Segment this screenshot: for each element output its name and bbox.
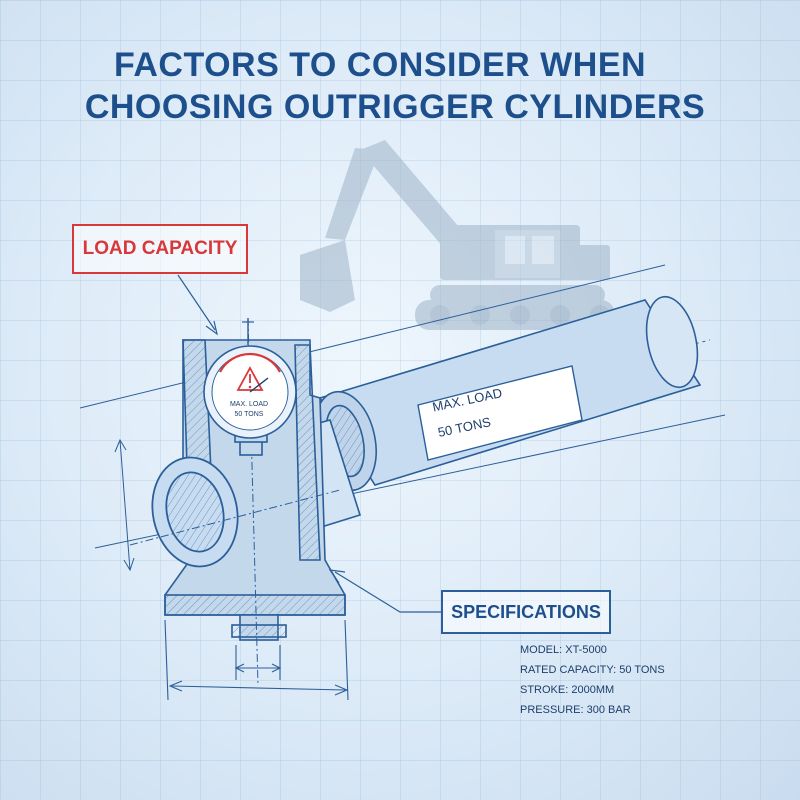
title-line-1: FACTORS TO CONSIDER WHEN [113,46,647,84]
gauge-label-line-2: 50 TONS [234,411,264,418]
specifications-callout: SPECIFICATIONS [441,590,611,634]
spec-stroke: STROKE: 2000MM [520,684,615,696]
gauge-label: MAX. LOAD 50 TONS [217,400,281,420]
label-plate [417,365,583,461]
page-title: FACTORS TO CONSIDER WHEN CHOOSING OUTRIG… [0,44,800,128]
specifications-leader [328,569,441,613]
spec-rated-capacity: RATED CAPACITY: 50 TONS [520,664,665,676]
pressure-gauge [203,318,297,456]
center-lines [129,317,341,686]
load-capacity-callout: LOAD CAPACITY [72,224,248,274]
dimension-lines [164,619,349,701]
spec-pressure: PRESSURE: 300 BAR [520,704,631,716]
spec-list: MODEL: XT-5000 RATED CAPACITY: 50 TONS S… [520,640,665,720]
title-line-2: CHOOSING OUTRIGGER CYLINDERS [84,88,706,126]
excavator-silhouette [300,140,615,330]
spec-model: MODEL: XT-5000 [520,644,607,656]
load-capacity-leader [177,274,218,336]
gauge-label-line-1: MAX. LOAD [229,401,269,408]
